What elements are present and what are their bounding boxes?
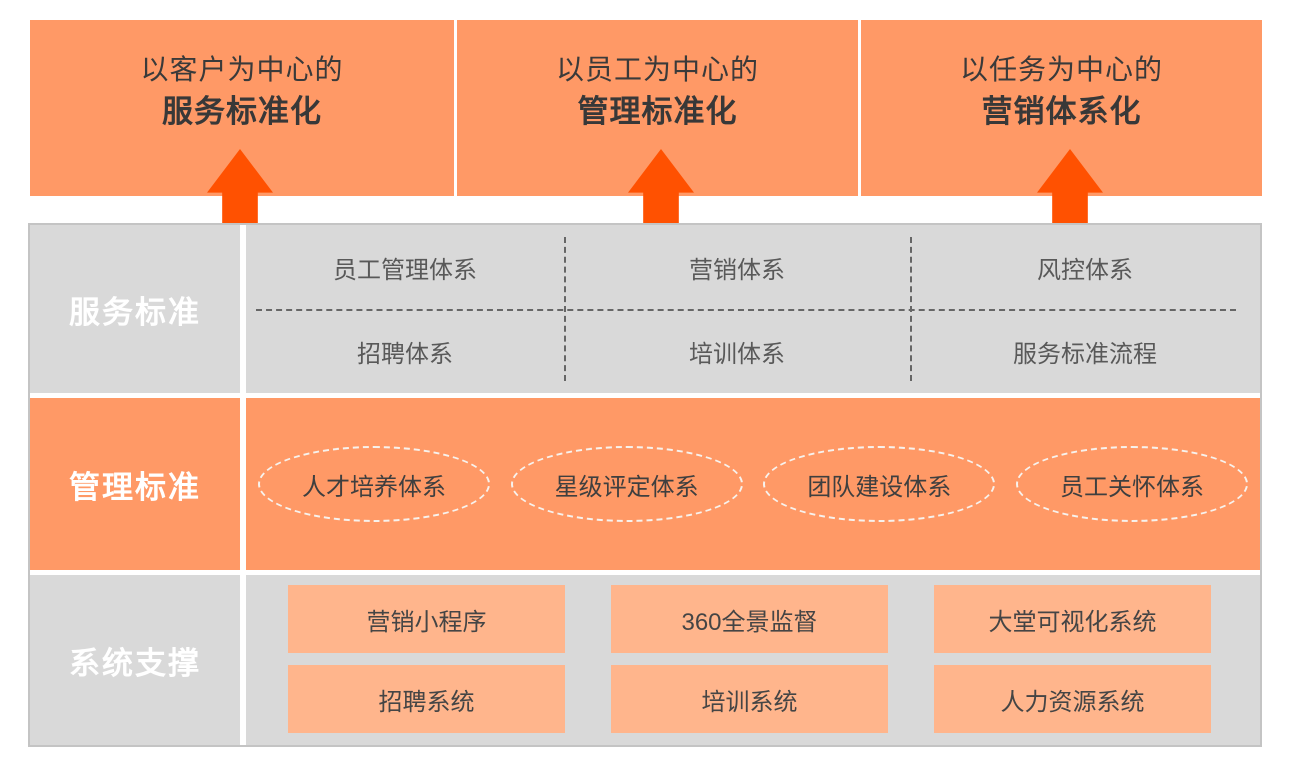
dashed-divider-horizontal [256, 309, 1236, 311]
table-row: 管理标准 人才培养体系 星级评定体系 团队建设体系 员工关怀体系 [30, 398, 1260, 570]
system-name: 招聘体系 [357, 340, 453, 368]
goal-subtitle: 以任务为中心的 [959, 54, 1163, 85]
system-name-grid: 员工管理体系 营销体系 风控体系 招聘体系 培训体系 服务标准流程 [246, 225, 1260, 393]
dashed-ellipse: 团队建设体系 [763, 446, 996, 522]
dashed-ellipse: 员工关怀体系 [1015, 446, 1248, 522]
management-standard-content: 人才培养体系 星级评定体系 团队建设体系 员工关怀体系 [246, 398, 1260, 570]
dashed-ellipse: 星级评定体系 [510, 446, 743, 522]
system-name: 风控体系 [1037, 256, 1133, 284]
table-row: 系统支撑 营销小程序 360全景监督 大堂可视化系统 招聘系统 培训系统 人力资… [30, 575, 1260, 745]
system-box: 培训系统 [611, 665, 888, 733]
goal-section-customer: 以客户为中心的 服务标准化 [30, 20, 454, 196]
framework-table: 服务标准 员工管理体系 营销体系 风控体系 招聘体系 培训体系 服务标准流程 管… [28, 223, 1262, 747]
system-name: 服务标准流程 [1013, 340, 1157, 368]
goal-subtitle: 以客户为中心的 [140, 54, 344, 85]
system-box: 营销小程序 [288, 585, 565, 653]
goal-title: 营销体系化 [981, 93, 1142, 129]
goal-subtitle: 以员工为中心的 [555, 54, 759, 85]
table-row: 服务标准 员工管理体系 营销体系 风控体系 招聘体系 培训体系 服务标准流程 [30, 225, 1260, 393]
system-box: 招聘系统 [288, 665, 565, 733]
system-name: 培训体系 [689, 340, 785, 368]
system-support-content: 营销小程序 360全景监督 大堂可视化系统 招聘系统 培训系统 人力资源系统 [246, 575, 1260, 745]
system-name: 营销体系 [689, 256, 785, 284]
ellipse-group: 人才培养体系 星级评定体系 团队建设体系 员工关怀体系 [246, 398, 1260, 570]
row-label-service-standard: 服务标准 [30, 225, 240, 393]
system-box-grid: 营销小程序 360全景监督 大堂可视化系统 招聘系统 培训系统 人力资源系统 [246, 575, 1260, 745]
dashed-ellipse: 人才培养体系 [258, 446, 490, 522]
banner-divider [858, 20, 861, 196]
system-name: 员工管理体系 [333, 256, 477, 284]
goal-title: 管理标准化 [577, 93, 738, 129]
system-box: 人力资源系统 [934, 665, 1211, 733]
row-label-system-support: 系统支撑 [30, 575, 240, 745]
goal-title: 服务标准化 [162, 93, 322, 129]
goal-section-task: 以任务为中心的 营销体系化 [861, 20, 1262, 196]
banner-divider [454, 20, 457, 196]
system-box: 360全景监督 [611, 585, 888, 653]
row-label-management-standard: 管理标准 [30, 398, 240, 570]
system-box: 大堂可视化系统 [934, 585, 1211, 653]
goal-section-employee: 以员工为中心的 管理标准化 [457, 20, 858, 196]
service-standard-content: 员工管理体系 营销体系 风控体系 招聘体系 培训体系 服务标准流程 [246, 225, 1260, 393]
